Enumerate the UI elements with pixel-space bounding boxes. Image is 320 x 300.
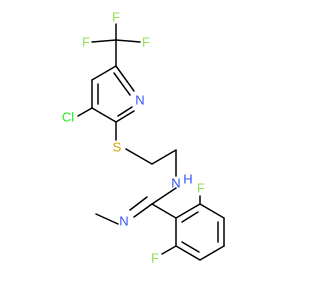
bond bbox=[151, 149, 177, 165]
bond bbox=[175, 203, 201, 219]
pyridine-nitrogen-label: N bbox=[135, 92, 144, 107]
bond bbox=[91, 107, 117, 123]
amine-nitrogen-label: N bbox=[171, 175, 180, 190]
fluorine-label: F bbox=[151, 250, 159, 265]
bond bbox=[91, 39, 117, 43]
imine-nitrogen-label: N bbox=[119, 213, 128, 228]
bond bbox=[181, 211, 199, 223]
bond bbox=[181, 241, 200, 253]
atom-label-layer: F F F Cl N S H N N F F bbox=[62, 9, 205, 265]
bond bbox=[115, 65, 135, 92]
bond bbox=[115, 39, 141, 43]
sulfur-label: S bbox=[113, 139, 122, 154]
fluorine-label: F bbox=[112, 9, 120, 24]
fluorine-label: F bbox=[142, 34, 150, 49]
bond bbox=[175, 245, 201, 261]
chlorine-label: Cl bbox=[62, 109, 74, 124]
bond bbox=[95, 213, 119, 225]
bond bbox=[151, 203, 177, 219]
bond bbox=[125, 148, 153, 165]
bond bbox=[129, 196, 148, 211]
bond bbox=[199, 245, 225, 261]
molecule-diagram: F F F Cl N S H N N F F bbox=[62, 9, 225, 265]
bond bbox=[115, 110, 135, 123]
fluorine-label: F bbox=[197, 180, 205, 195]
bond-layer bbox=[77, 23, 225, 261]
bond bbox=[161, 245, 177, 255]
bond bbox=[113, 72, 131, 96]
bond bbox=[91, 65, 117, 81]
bond bbox=[77, 107, 93, 117]
bond bbox=[151, 187, 177, 205]
bond bbox=[133, 203, 153, 218]
bond bbox=[117, 106, 133, 117]
fluorine-label: F bbox=[82, 34, 90, 49]
amine-hydrogen-label: H bbox=[183, 171, 192, 186]
bond bbox=[199, 203, 225, 219]
